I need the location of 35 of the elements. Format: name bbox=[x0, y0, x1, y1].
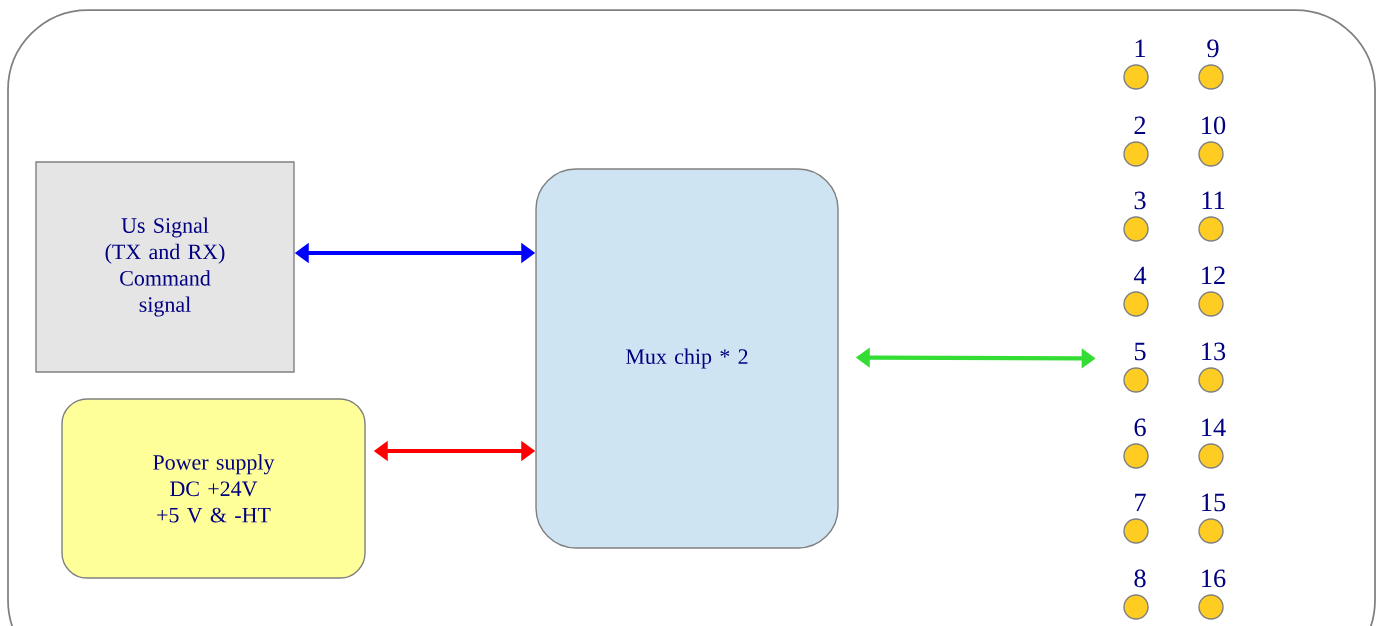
pin: 10 bbox=[1198, 116, 1226, 167]
pin: 7 bbox=[1123, 493, 1149, 544]
node-label: 16 bbox=[1202, 569, 1226, 588]
node-label: 9 bbox=[1207, 39, 1219, 58]
mux-box: Mux chip * 2 bbox=[535, 168, 839, 549]
node-label: 15 bbox=[1202, 493, 1226, 512]
pin: 14 bbox=[1198, 418, 1226, 469]
node-label: 6 bbox=[1134, 418, 1146, 437]
node-label: 1 bbox=[1135, 39, 1146, 57]
pin: 5 bbox=[1123, 342, 1149, 393]
node-label: 3 bbox=[1134, 191, 1146, 210]
node-label: 5 bbox=[1134, 342, 1146, 361]
node-label: 8 bbox=[1134, 569, 1146, 588]
pin: 16 bbox=[1198, 569, 1226, 620]
pin: 2 bbox=[1123, 116, 1149, 167]
pin: 15 bbox=[1198, 493, 1226, 544]
node-label: 12 bbox=[1202, 266, 1225, 285]
pin: 3 bbox=[1123, 191, 1149, 242]
node-label: 2 bbox=[1134, 116, 1146, 134]
power-supply-box: Power supply DC +24V +5 V & -HT bbox=[61, 398, 366, 579]
text-box: Us Signal (TX and RX) Command signal bbox=[35, 161, 295, 373]
pin: 12 bbox=[1198, 266, 1225, 317]
node-label: 4 bbox=[1133, 266, 1147, 285]
node-label: 7 bbox=[1135, 493, 1146, 512]
node-label: 14 bbox=[1202, 418, 1226, 437]
pin: 9 bbox=[1198, 39, 1224, 90]
node-label: 10 bbox=[1202, 116, 1226, 135]
pin: 6 bbox=[1123, 418, 1149, 469]
pin: 4 bbox=[1123, 266, 1149, 317]
pin: 11 bbox=[1198, 191, 1225, 242]
pin: 13 bbox=[1198, 342, 1226, 393]
node-label: 13 bbox=[1202, 342, 1226, 361]
pin: 1 bbox=[1123, 39, 1149, 90]
node-label: 11 bbox=[1202, 191, 1225, 209]
pin: 8 bbox=[1123, 569, 1149, 620]
